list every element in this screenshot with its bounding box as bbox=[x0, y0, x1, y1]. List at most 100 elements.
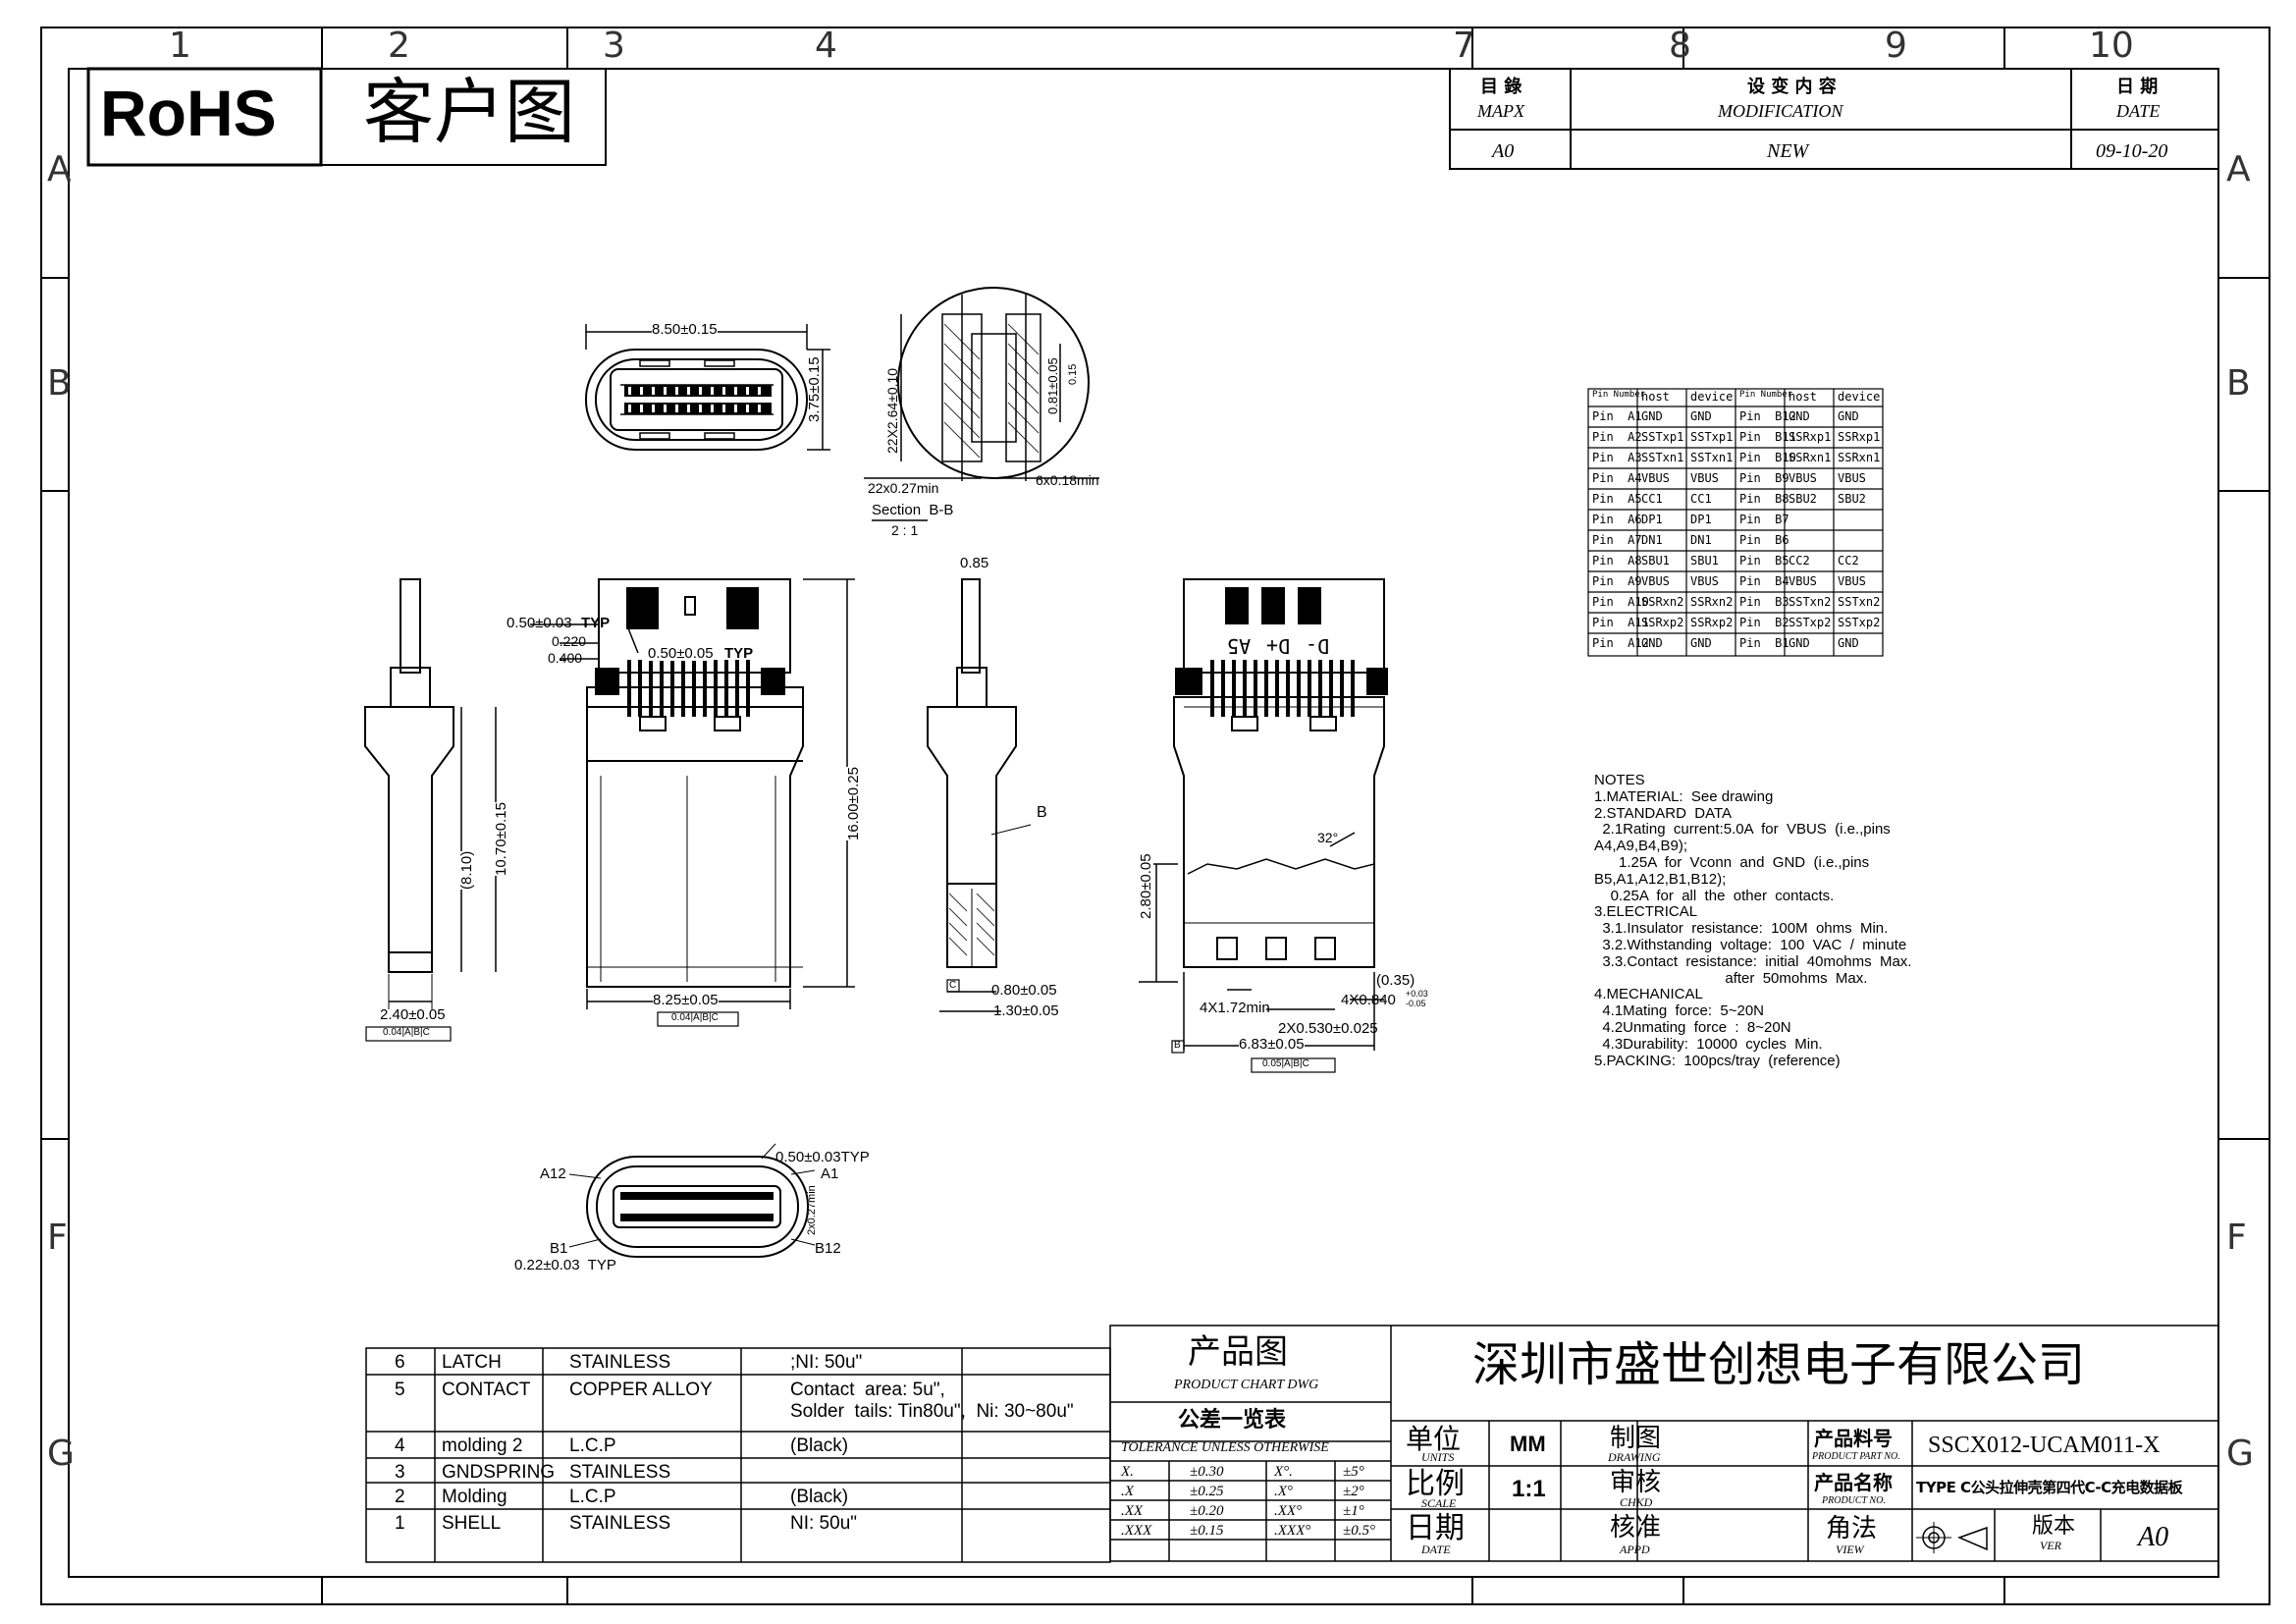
pin-table-cell: SSRxp2 bbox=[1641, 616, 1684, 629]
pin-table-cell: SSTxn2 bbox=[1838, 595, 1881, 609]
dim-back-a: 4X1.72min bbox=[1200, 1000, 1270, 1016]
grid-row-g: G bbox=[47, 1434, 75, 1474]
pin-table-cell: Pin A4 bbox=[1592, 471, 1642, 485]
bom-item-name: molding 2 bbox=[442, 1435, 523, 1456]
pin-table-cell: VBUS bbox=[1641, 574, 1670, 588]
grid-row-b-right: B bbox=[2226, 363, 2251, 404]
tolerance-cell: ±5° bbox=[1343, 1464, 1364, 1480]
dim-section-pitch: 22X2.64±0.10 bbox=[884, 367, 900, 454]
tb-tolerance-cn: 公差一览表 bbox=[1178, 1408, 1287, 1433]
dim-plug-pitch: 2x0.27min bbox=[806, 1185, 818, 1235]
pin-table-cell: Pin B12 bbox=[1739, 409, 1796, 423]
note-line: 1.MATERIAL: See drawing bbox=[1594, 787, 1774, 805]
back-view bbox=[1173, 578, 1385, 968]
pin-table-cell: SSRxn2 bbox=[1641, 595, 1684, 609]
bom-item-name: GNDSPRING bbox=[442, 1462, 556, 1483]
pin-table-cell: Pin A5 bbox=[1592, 492, 1642, 506]
tb-scale-en: SCALE bbox=[1421, 1496, 1457, 1510]
pin-table-cell: CC1 bbox=[1690, 492, 1712, 506]
pin-table-cell: SBU1 bbox=[1641, 554, 1670, 568]
dim-back-b-tol-p: +0.03 bbox=[1406, 989, 1428, 999]
section-scale: 2 : 1 bbox=[891, 522, 919, 538]
plug-label-a1: A1 bbox=[821, 1165, 839, 1182]
tb-date-en: DATE bbox=[1421, 1543, 1451, 1556]
tb-scale-value: 1:1 bbox=[1512, 1476, 1546, 1502]
note-line: 3.3.Contact resistance: initial 40mohms … bbox=[1594, 952, 1912, 970]
dim-front-tol: 0.04|A|B|C bbox=[671, 1012, 719, 1023]
bom-item-no: 3 bbox=[395, 1462, 405, 1483]
plug-label-a12: A12 bbox=[540, 1165, 566, 1182]
tb-product-chart-en: PRODUCT CHART DWG bbox=[1174, 1378, 1319, 1392]
dim-side-top: 0.85 bbox=[960, 555, 989, 571]
left-side-view bbox=[364, 578, 497, 1042]
pin-table-cell: Pin A6 bbox=[1592, 513, 1642, 526]
note-line: 4.MECHANICAL bbox=[1594, 986, 1703, 1003]
tb-company-name: 深圳市盛世创想电子有限公司 bbox=[1472, 1337, 2086, 1392]
pin-table-cell: Pin A3 bbox=[1592, 451, 1642, 464]
grid-row-a: A bbox=[47, 149, 72, 189]
grid-col-9: 9 bbox=[1885, 26, 1907, 66]
tolerance-cell: ±0.5° bbox=[1343, 1523, 1375, 1539]
pin-table-header-0: Pin Number bbox=[1592, 390, 1646, 400]
note-line: B5,A1,A12,B1,B12); bbox=[1594, 870, 1727, 888]
top-view-pins bbox=[624, 385, 772, 414]
pin-table-cell: Pin A1 bbox=[1592, 409, 1642, 423]
tb-approve-en: APPD bbox=[1620, 1543, 1650, 1556]
tolerance-cell: .X° bbox=[1274, 1484, 1293, 1499]
dim-top-width: 8.50±0.15 bbox=[652, 321, 718, 338]
pin-table-cell: SSRxp1 bbox=[1789, 430, 1832, 444]
tb-tolerance-en: TOLERANCE UNLESS OTHERWISE bbox=[1121, 1440, 1329, 1455]
tolerance-cell: ±0.20 bbox=[1190, 1503, 1224, 1519]
pin-table-cell: Pin B7 bbox=[1739, 513, 1789, 526]
dim-section-a: 22x0.27min bbox=[868, 480, 939, 496]
pin-table-cell: SSRxn1 bbox=[1789, 451, 1832, 464]
grid-row-f-right: F bbox=[2226, 1218, 2247, 1258]
grid-col-4: 4 bbox=[815, 26, 837, 66]
pin-table-cell: Pin A2 bbox=[1592, 430, 1642, 444]
dim-back-h: 2.80±0.05 bbox=[1138, 853, 1154, 919]
tolerance-cell: .X bbox=[1121, 1484, 1134, 1499]
pin-table-cell: GND bbox=[1789, 636, 1810, 650]
pin-table-header-4: host bbox=[1789, 390, 1817, 404]
tolerance-cell: .XXX° bbox=[1274, 1523, 1311, 1539]
note-line: 3.ELECTRICAL bbox=[1594, 903, 1698, 921]
dim-back-c: 2X0.530±0.025 bbox=[1278, 1020, 1378, 1037]
pin-table-cell: Pin B11 bbox=[1739, 430, 1796, 444]
bom-item-material: L.C.P bbox=[569, 1487, 616, 1507]
pin-table-cell: SBU2 bbox=[1838, 492, 1866, 506]
rev-row-desc: NEW bbox=[1767, 140, 1809, 162]
pin-table-cell: SBU1 bbox=[1690, 554, 1719, 568]
pin-table-cell: GND bbox=[1690, 636, 1712, 650]
dim-side-b: B bbox=[1037, 804, 1047, 821]
tolerance-cell: .XX° bbox=[1274, 1503, 1303, 1519]
dim-back-angle: 32° bbox=[1317, 830, 1339, 845]
dim-section-c: 0.81±0.05 bbox=[1045, 357, 1060, 414]
tb-units-cn: 单位 bbox=[1406, 1423, 1462, 1455]
dim-front-d: 0.50±0.05 bbox=[648, 645, 714, 662]
tolerance-cell: ±0.15 bbox=[1190, 1523, 1224, 1539]
pin-table-cell: GND bbox=[1641, 636, 1663, 650]
dim-left-len2: 10.70±0.15 bbox=[493, 802, 509, 876]
tolerance-cell: ±1° bbox=[1343, 1503, 1364, 1519]
tb-approve-cn: 核准 bbox=[1610, 1513, 1662, 1543]
dim-side-c: C bbox=[949, 980, 957, 991]
pin-table-cell: Pin A8 bbox=[1592, 554, 1642, 568]
note-line: 0.25A for all the other contacts. bbox=[1594, 887, 1835, 904]
dim-back-r: (0.35) bbox=[1376, 972, 1415, 989]
dim-front-typ: TYP bbox=[581, 615, 611, 631]
bom-item-no: 5 bbox=[395, 1380, 405, 1400]
tb-part-name-en: PRODUCT NO. bbox=[1822, 1495, 1886, 1506]
pin-table-cell: Pin A11 bbox=[1592, 616, 1649, 629]
pin-table-cell: SBU2 bbox=[1789, 492, 1817, 506]
tb-date-cn: 日期 bbox=[1406, 1511, 1465, 1545]
pin-table-cell: CC2 bbox=[1789, 554, 1810, 568]
pin-table-header-2: device bbox=[1690, 390, 1734, 404]
tb-product-chart-cn: 产品图 bbox=[1188, 1332, 1288, 1372]
pin-table-cell: Pin A10 bbox=[1592, 595, 1649, 609]
bom-item-no: 2 bbox=[395, 1487, 405, 1507]
dim-section-b: 6x0.18min bbox=[1036, 472, 1099, 488]
bom-item-name: LATCH bbox=[442, 1352, 502, 1373]
note-line: 3.2.Withstanding voltage: 100 VAC / minu… bbox=[1594, 936, 1907, 953]
tb-ver-en: VER bbox=[2040, 1539, 2061, 1552]
